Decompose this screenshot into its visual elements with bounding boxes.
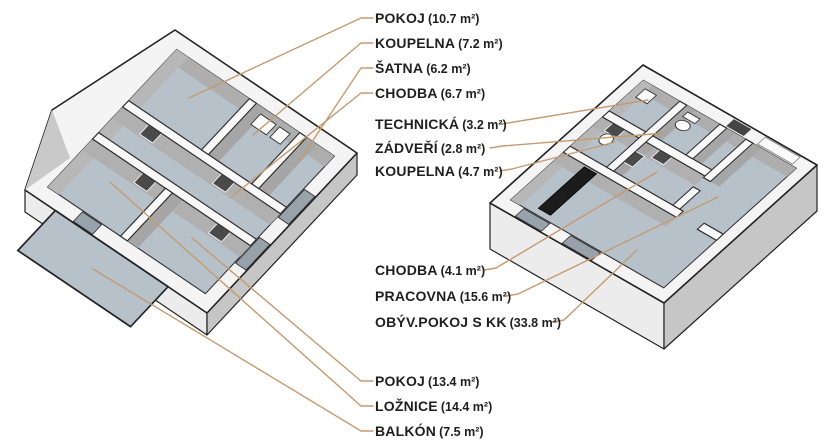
room-label-pokoj-10-7: POKOJ(10.7 m²)	[375, 8, 479, 28]
leader-obyv-pokoj-33-8	[551, 249, 638, 323]
room-area: (15.6 m²)	[459, 290, 512, 304]
window-opening	[277, 188, 316, 226]
right-plan-west-wall-face	[510, 80, 653, 206]
room-label-satna-6-2: ŠATNA(6.2 m²)	[375, 58, 471, 78]
room-name: PRACOVNA	[375, 288, 457, 304]
interior-wall	[702, 138, 754, 183]
leader-pokoj-13-4	[191, 237, 374, 382]
balcony-door-opening	[72, 211, 103, 235]
leader-pokoj-10-7	[188, 17, 374, 99]
wall-face	[208, 103, 267, 162]
leader-chodba-4-1	[483, 171, 658, 271]
room-area: (4.1 m²)	[440, 264, 486, 278]
room-area: (6.7 m²)	[440, 87, 486, 101]
interior-wall	[562, 145, 684, 218]
room-label-balkon-7-5: BALKÓN(7.5 m²)	[375, 421, 484, 441]
window-opening	[234, 236, 271, 271]
room-name: POKOJ	[375, 10, 426, 26]
leader-lines	[92, 17, 719, 432]
leader-zadveri-2-8	[489, 132, 666, 149]
room-name: KOUPELNA	[375, 35, 456, 51]
room-area: (2.8 m²)	[440, 142, 486, 156]
interior-wall	[685, 123, 728, 160]
room-name: CHODBA	[375, 85, 438, 101]
room-area: (6.2 m²)	[426, 62, 471, 76]
interior-wall	[696, 222, 724, 241]
leader-chodba-6-7	[229, 92, 374, 199]
room-label-loznice-14-4: LOŽNICE(14.4 m²)	[375, 396, 492, 416]
wall-face	[127, 192, 183, 248]
toilet-tank-fixture	[681, 111, 701, 125]
room-label-technicka-3-2: TECHNICKÁ(3.2 m²)	[375, 114, 507, 134]
leader-loznice-14-4	[109, 181, 374, 407]
room-area: (33.8 m²)	[509, 316, 562, 330]
left-floor-plan	[16, 29, 358, 336]
leader-satna-6-2	[299, 67, 374, 161]
room-area: (10.7 m²)	[428, 12, 480, 26]
room-label-chodba-6-7: CHODBA(6.7 m²)	[375, 83, 485, 103]
room-area: (4.7 m²)	[458, 165, 503, 179]
leader-balkon-7-5	[92, 268, 374, 432]
window-opening	[756, 136, 801, 165]
interior-wall	[672, 186, 701, 210]
leader-technicka-3-2	[501, 99, 649, 125]
room-label-chodba-4-1: CHODBA(4.1 m²)	[375, 260, 485, 280]
interior-wall	[251, 132, 308, 190]
room-name: OBÝV.POKOJ S KK	[375, 314, 507, 330]
room-name: ŠATNA	[375, 60, 424, 76]
room-label-pracovna-15-6: PRACOVNA(15.6 m²)	[375, 286, 511, 306]
wall-face	[258, 137, 318, 196]
room-name: ZÁDVEŘÍ	[375, 140, 438, 156]
room-name: POKOJ	[375, 373, 426, 389]
room-label-koupelna-4-7: KOUPELNA(4.7 m²)	[375, 161, 503, 181]
room-area: (7.2 m²)	[458, 37, 503, 51]
room-name: KOUPELNA	[375, 163, 456, 179]
kitchen-counter	[537, 166, 598, 216]
room-label-koupelna-7-2: KOUPELNA(7.2 m²)	[375, 33, 503, 53]
room-name: CHODBA	[375, 262, 438, 278]
interior-wall	[200, 98, 258, 156]
leader-pracovna-15-6	[505, 196, 719, 297]
wall-face	[692, 128, 736, 164]
room-name: LOŽNICE	[375, 398, 438, 414]
leader-koupelna-4-7	[499, 141, 616, 172]
room-label-zadveri-2-8: ZÁDVEŘÍ(2.8 m²)	[375, 138, 485, 158]
left-plan-roof-slope	[25, 110, 70, 190]
washer-fixture	[269, 126, 291, 145]
wall-face	[710, 143, 762, 187]
room-area: (3.2 m²)	[462, 118, 507, 132]
room-area: (7.5 m²)	[439, 425, 484, 439]
room-area: (14.4 m²)	[440, 400, 493, 414]
leader-koupelna-7-2	[252, 42, 374, 136]
room-name: BALKÓN	[375, 423, 437, 439]
right-floor-plan	[489, 64, 818, 350]
entrance-door-opening	[726, 119, 752, 137]
toilet-fixture	[674, 119, 691, 132]
room-label-obyv-pokoj-s-kk-33-8: OBÝV.POKOJ S KK(33.8 m²)	[375, 312, 561, 332]
room-area: (13.4 m²)	[428, 375, 480, 389]
room-name: TECHNICKÁ	[375, 116, 460, 132]
window-opening	[514, 208, 551, 232]
right-plan-interior	[509, 79, 801, 289]
room-label-pokoj-13-4: POKOJ(13.4 m²)	[375, 371, 479, 391]
